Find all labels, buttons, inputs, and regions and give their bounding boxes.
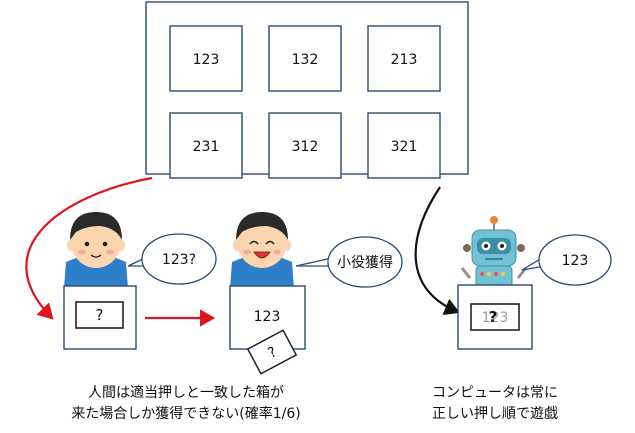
- speech-text: 123: [562, 253, 589, 269]
- permutation-box: 321: [367, 112, 441, 179]
- caption-left-line2: 来た場合しか獲得できない(確率1/6): [71, 405, 300, 422]
- smiling-boy-head-icon: [230, 212, 294, 288]
- permutation-box: 231: [169, 112, 243, 179]
- boy-head-icon: [64, 212, 128, 288]
- caption-left-line1: 人間は適当押しと一致した箱が: [88, 384, 284, 401]
- speech-bubble: 123?: [127, 233, 217, 285]
- permutation-label: 132: [292, 52, 319, 68]
- caption-right-line1: コンピュータは常に: [432, 385, 558, 401]
- question-mark: ?: [96, 306, 104, 324]
- permutation-label: 123: [193, 52, 220, 68]
- speech-text: 123?: [162, 252, 196, 268]
- red-curved-arrow: [25, 176, 153, 320]
- box-value-faded: 123: [482, 310, 509, 326]
- speech-text: 小役獲得: [337, 254, 393, 271]
- caption-right-line2: 正しい押し順で遊戯: [432, 406, 558, 422]
- permutation-box: 213: [367, 25, 441, 92]
- box-value: 123: [254, 309, 281, 325]
- permutation-label: 312: [292, 139, 319, 155]
- permutation-box: 132: [268, 25, 342, 92]
- dropped-card: ?: [246, 329, 298, 375]
- question-card: [75, 301, 124, 329]
- permutation-label: 321: [391, 139, 418, 155]
- speech-bubble: 123: [521, 234, 612, 286]
- permutation-label: 213: [391, 52, 418, 68]
- inserted-card: [470, 303, 520, 331]
- black-curved-arrow: [414, 186, 461, 316]
- robot-head-icon: [460, 216, 528, 289]
- permutation-box: 312: [268, 112, 342, 179]
- speech-bubble: 小役獲得: [295, 236, 403, 288]
- permutation-box: 123: [169, 25, 243, 92]
- card-question-mark: ?: [489, 308, 498, 326]
- permutation-label: 231: [193, 139, 220, 155]
